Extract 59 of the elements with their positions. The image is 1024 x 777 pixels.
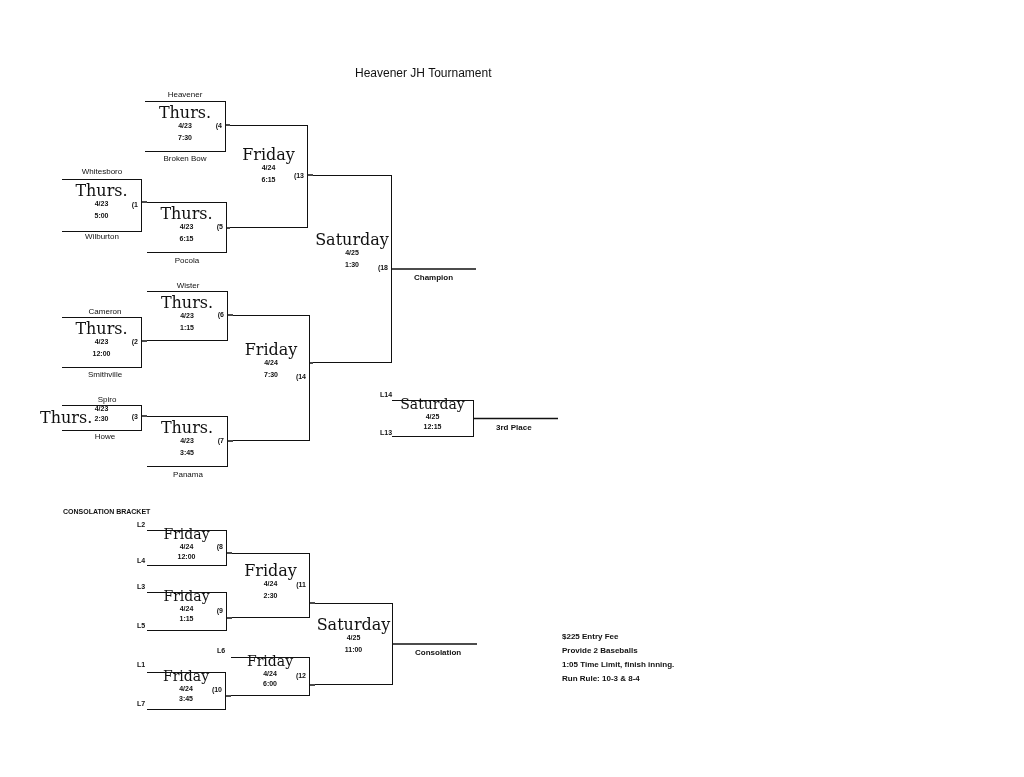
bracket-line [141, 201, 148, 203]
day-text: Thurs. [158, 104, 212, 121]
day-text: Friday [163, 527, 210, 542]
bracket-line [226, 617, 233, 619]
bracket-line [226, 552, 233, 554]
day-text: Thurs. [40, 409, 93, 426]
day-text: Thurs. [75, 182, 128, 199]
game-bracket [62, 317, 142, 368]
bracket-line [225, 695, 232, 697]
bracket-line [391, 268, 477, 270]
game-bracket [230, 125, 308, 228]
bracket-line [309, 602, 316, 604]
game-bracket [145, 101, 226, 152]
day-text: Thurs. [160, 294, 214, 311]
game-bracket [313, 175, 392, 363]
bracket-line [473, 417, 559, 420]
game-bracket [233, 315, 310, 441]
day-text: Thurs. [75, 320, 128, 337]
game-bracket [147, 530, 227, 566]
bracket-line [309, 362, 314, 364]
title: Heavener JH Tournament [355, 66, 492, 80]
day-text: Saturday [315, 231, 389, 248]
bracket-line [226, 227, 231, 229]
day-text: Thurs. [160, 205, 213, 222]
day-text: Friday [244, 562, 297, 579]
game-bracket [232, 553, 310, 618]
game-bracket [315, 603, 393, 685]
game-bracket [392, 400, 474, 437]
day-text: Friday [246, 654, 294, 669]
bracket-line [225, 124, 231, 126]
day-text: Thurs. [160, 419, 214, 436]
note-text: $225 Entry Fee [562, 632, 619, 641]
day-text: Friday [244, 341, 298, 358]
game-bracket [147, 416, 228, 467]
edge-label: Champion [414, 273, 454, 282]
edge-label: Consolation [415, 648, 462, 657]
bracket-line [141, 415, 148, 417]
edge-label: 3rd Place [496, 422, 532, 432]
day-text: Friday [163, 589, 210, 604]
bracket-line [141, 340, 148, 342]
day-text: Saturday [400, 397, 465, 412]
bracket-line [227, 314, 234, 316]
bracket-line [227, 440, 234, 442]
note-text: Run Rule: 10-3 & 8-4 [562, 674, 640, 683]
day-text: Friday [242, 146, 295, 163]
bracket-line [309, 684, 316, 686]
game-bracket [147, 202, 227, 253]
game-bracket [147, 672, 226, 710]
note-text: 1:05 Time Limit, finish inning. [562, 660, 675, 669]
bracket-line [307, 174, 314, 176]
note-text: Provide 2 Baseballs [562, 646, 638, 655]
bracket-line [392, 643, 478, 645]
game-bracket [147, 291, 228, 341]
game-bracket [147, 592, 227, 631]
team-name: Broken Bow [163, 154, 207, 163]
day-text: Saturday [316, 616, 391, 633]
game-bracket [231, 657, 310, 696]
game-bracket [62, 179, 142, 232]
day-text: Friday [162, 669, 210, 684]
